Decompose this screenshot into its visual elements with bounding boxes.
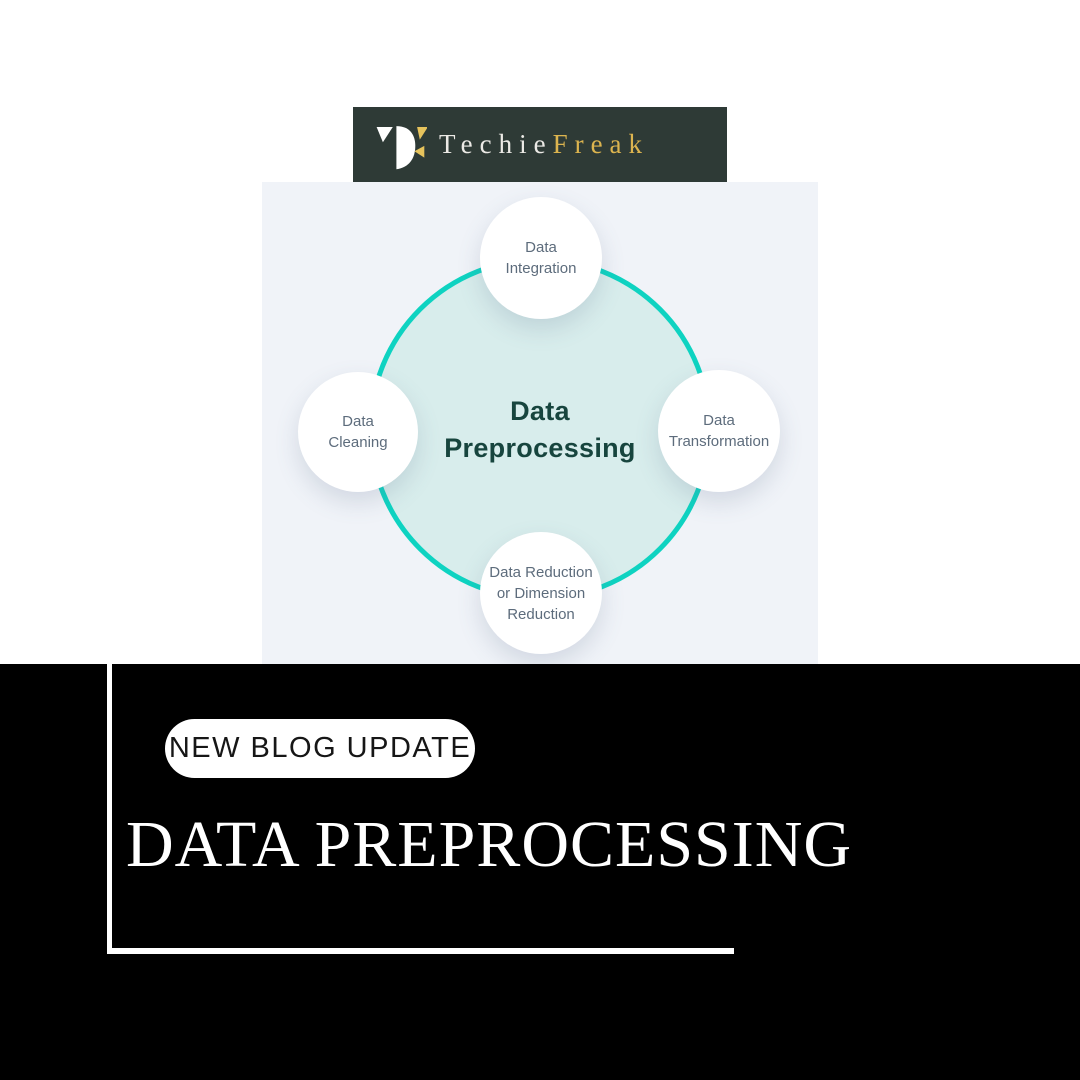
node-label-line: Cleaning bbox=[328, 434, 388, 451]
node-data-integration: Data Integration bbox=[480, 197, 602, 319]
node-label-line: or Dimension bbox=[496, 584, 586, 602]
node-label-line: Transformation bbox=[668, 433, 770, 450]
blog-title: DATA PREPROCESSING bbox=[126, 808, 853, 881]
footer-section: NEW BLOG UPDATE DATA PREPROCESSING bbox=[0, 664, 1080, 1080]
brand-name-second: Freak bbox=[552, 129, 650, 159]
new-blog-update-badge[interactable]: NEW BLOG UPDATE bbox=[165, 719, 475, 778]
center-title-line1: Data bbox=[510, 396, 570, 426]
node-data-reduction: Data Reduction or Dimension Reduction bbox=[480, 532, 602, 654]
techiefreak-logo-icon bbox=[376, 125, 427, 169]
frame-horizontal-line bbox=[107, 948, 734, 954]
diagram-center-title: Data Preprocessing bbox=[390, 393, 690, 467]
node-label-line: Data Reduction bbox=[489, 563, 593, 581]
center-title-line2: Preprocessing bbox=[444, 433, 636, 463]
brand-banner: TechieFreak bbox=[353, 107, 727, 182]
node-data-transformation: Data Transformation bbox=[658, 370, 780, 492]
frame-vertical-line bbox=[107, 664, 112, 954]
node-data-cleaning: Data Cleaning bbox=[298, 372, 418, 492]
node-label-line: Integration bbox=[505, 260, 577, 277]
node-label-line: Data bbox=[342, 413, 374, 430]
brand-name-first: Techie bbox=[439, 129, 553, 159]
node-label-line: Reduction bbox=[507, 605, 575, 623]
brand-wordmark: TechieFreak bbox=[439, 129, 649, 160]
node-label-line: Data bbox=[525, 239, 557, 256]
node-label-line: Data bbox=[703, 412, 735, 429]
